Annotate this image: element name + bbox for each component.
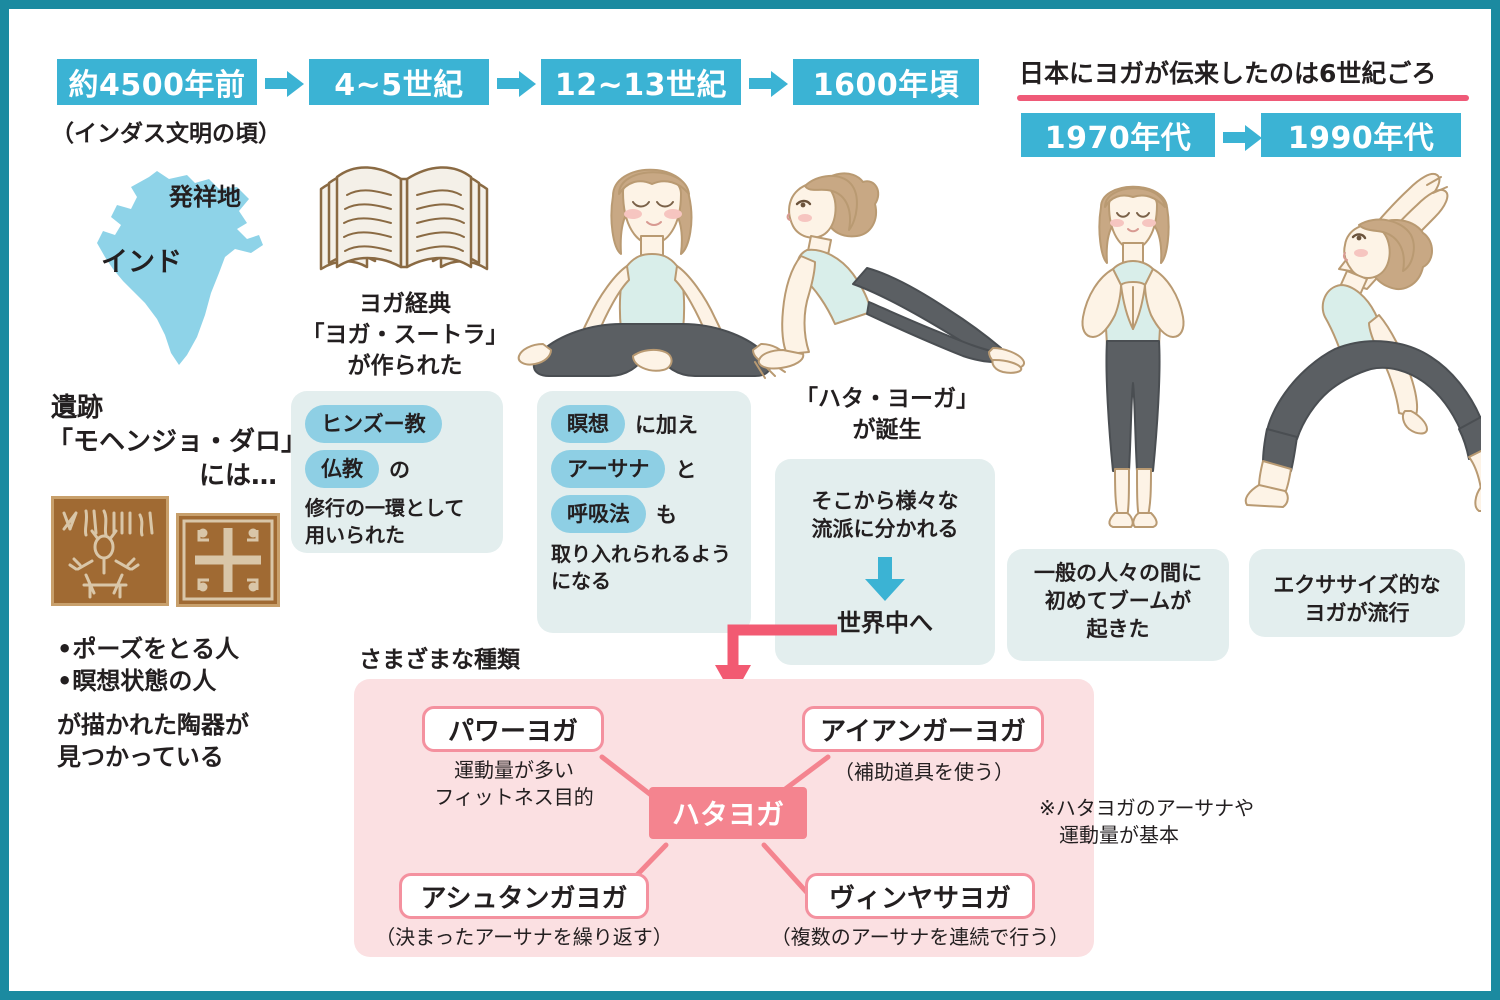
open-book-icon [319,166,489,271]
map-caption-origin: 発祥地 [169,183,241,211]
map-label-india: インド [101,247,182,278]
col3-pill-row-3: 呼吸法 も [551,495,737,533]
pottery-bullet-2: •瞑想状態の人 [57,667,217,695]
ruins-label-line1: 遺跡 [51,393,104,423]
decade-chip-1990s: 1990年代 [1261,113,1461,157]
prayer-pose-illustration [1081,185,1185,528]
types-footnote: ※ハタヨガのアーサナや 運動量が基本 [1039,796,1255,847]
ruins-label-line2: 「モヘンジョ・ダロ」 [47,427,308,457]
lotus-pose-illustration [517,168,787,379]
tag-meditation: 瞑想 [551,405,625,443]
hatha-yoga-center-node: ハタヨガ [649,787,807,839]
col4-result: 世界中へ [837,609,933,637]
yoga-type-desc-power: 運動量が多い フィットネス目的 [434,758,594,809]
yoga-type-node-power[interactable]: パワーヨガ [422,706,604,752]
tag-asana-suffix: と [675,458,697,482]
japan-arrow [1223,125,1263,151]
tag-buddhism: 仏教 [305,450,379,488]
timeline-arrow-1 [265,71,305,97]
india-map-icon [97,171,263,365]
era-chip-4: 1600年頃 [793,59,979,105]
japan-panel-2-text: エクササイズ的な ヨガが流行 [1273,573,1441,626]
japan-heading-underline [1017,95,1469,101]
hatha-yoga-birth-caption: 「ハタ・ヨーガ」 が誕生 [795,386,979,443]
tag-buddhism-suffix: の [389,458,410,482]
col2-panel: ヒンズー教 仏教 の 修行の一環として 用いられた [291,391,503,553]
yoga-type-node-vinyasa[interactable]: ヴィンヤサヨガ [805,873,1035,919]
yoga-sutra-caption: ヨガ経典 「ヨガ・スートラ」 が作られた [301,291,509,379]
timeline-arrow-3 [749,71,789,97]
tag-asana: アーサナ [551,450,666,488]
ruins-label-line3: には… [198,461,277,491]
japan-panel-2 [1249,549,1465,637]
tag-meditation-suffix: に加え [635,413,698,437]
yoga-type-node-ashtanga[interactable]: アシュタンガヨガ [399,873,649,919]
pottery-note: が描かれた陶器が 見つかっている [57,711,249,772]
era-chip-3: 12~13世紀 [541,59,741,105]
indus-seal-figure-icon [51,496,169,606]
col3-panel: 瞑想 に加え アーサナ と 呼吸法 も 取り入れられるよう になる [537,391,751,633]
tag-hinduism: ヒンズー教 [305,405,442,443]
pottery-bullet-1: •ポーズをとる人 [57,635,240,663]
warrior-pose-illustration [1244,173,1481,512]
japan-panel-1-text: 一般の人々の間に 初めてブームが 起きた [1034,561,1202,642]
yoga-type-desc-vinyasa: （複数のアーサナを連続で行う） [770,925,1070,949]
era-chip-2: 4~5世紀 [309,59,489,105]
down-arrow-icon [865,557,905,601]
col2-pill-row-1: ヒンズー教 [305,405,489,443]
japan-panel-1 [1007,549,1229,661]
col4-body: そこから様々な 流派に分かれる [811,489,959,542]
era-chip-1: 約4500年前 [57,59,257,105]
yoga-type-desc-iyengar: （補助道具を使う） [834,760,1014,784]
tag-breathing-suffix: も [656,503,677,527]
indus-subtitle: （インダス文明の頃） [51,121,281,147]
yoga-type-desc-ashtanga: （決まったアーサナを繰り返す） [375,925,673,949]
upward-dog-pose-illustration [757,172,1025,374]
types-section-label: さまざまな種類 [359,647,520,673]
indus-seal-cross-icon [176,513,280,607]
timeline-arrow-2 [497,71,537,97]
japan-heading: 日本にヨガが伝来したのは6世紀ごろ [1019,59,1437,88]
col3-pill-row-1: 瞑想 に加え [551,405,737,443]
yoga-type-node-iyengar[interactable]: アイアンガーヨガ [802,706,1044,752]
tag-breathing: 呼吸法 [551,495,646,533]
col3-pill-row-2: アーサナ と [551,450,737,488]
col3-body: 取り入れられるよう になる [551,542,731,593]
col2-pill-row-2: 仏教 の [305,450,489,488]
col2-body: 修行の一環として 用いられた [305,496,465,547]
decade-chip-1970s: 1970年代 [1021,113,1215,157]
